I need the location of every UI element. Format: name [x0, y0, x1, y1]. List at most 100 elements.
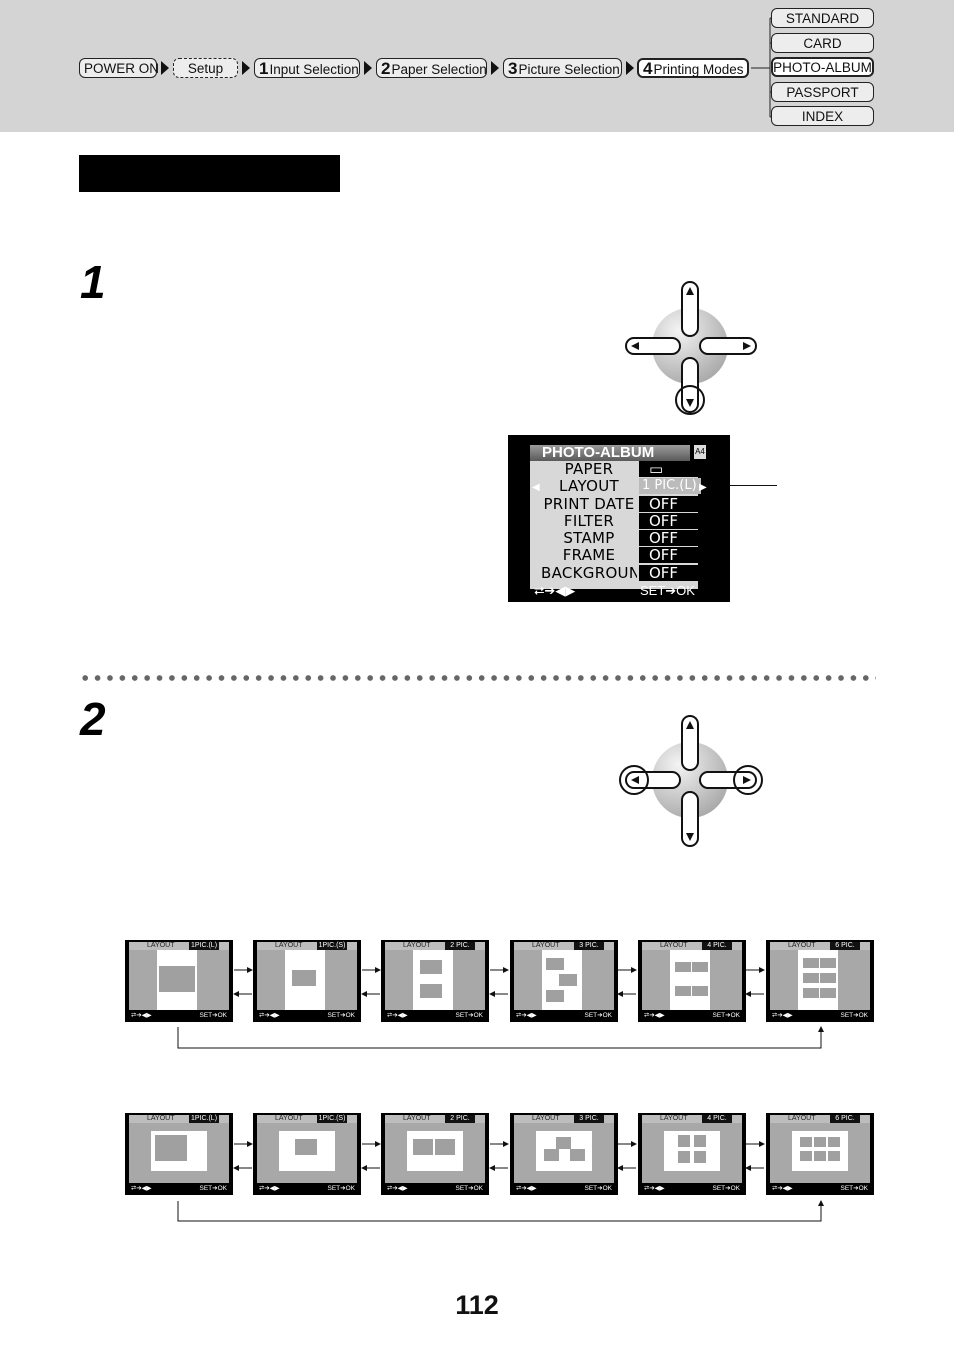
crumb-number: 3 — [508, 59, 518, 78]
picture-slot — [800, 1151, 812, 1161]
layout-preview — [257, 950, 357, 1010]
breadcrumb-power-on[interactable]: POWER ON — [79, 58, 160, 78]
layout-screen-header: LAYOUT 6 PIC. — [770, 942, 870, 950]
step-number-2: 2 — [80, 693, 106, 745]
picture-slot — [678, 1151, 690, 1163]
breadcrumb-paper-selection[interactable]: 2Paper Selection — [376, 58, 487, 78]
picture-slot — [420, 984, 442, 998]
menu-title: PHOTO-ALBUM — [530, 445, 690, 461]
page-number: 112 — [455, 1290, 499, 1320]
layout-value: 1PIC.(L) — [189, 1115, 219, 1123]
layout-label: LAYOUT — [660, 942, 688, 949]
breadcrumb-printing-modes[interactable]: 4Printing Modes — [637, 58, 749, 78]
arrow-right-icon — [161, 61, 169, 75]
layout-preview — [642, 1123, 742, 1183]
mode-standard[interactable]: STANDARD — [771, 8, 874, 28]
footer-left: ⮂➔◀▶ — [387, 1185, 408, 1192]
layout-preview — [129, 1123, 229, 1183]
step-number-1: 1 — [80, 256, 106, 308]
arrow-right-icon — [491, 61, 499, 75]
picture-slot — [413, 1139, 433, 1155]
picture-slot — [820, 958, 836, 968]
mode-card[interactable]: CARD — [771, 33, 874, 53]
mode-index[interactable]: INDEX — [771, 106, 874, 126]
layout-preview — [642, 950, 742, 1010]
layout-left-arrow-icon: ◀ — [532, 482, 540, 493]
mode-passport[interactable]: PASSPORT — [771, 82, 874, 102]
mode-photo-album[interactable]: PHOTO-ALBUM — [771, 57, 874, 77]
layout-label: LAYOUT — [275, 942, 303, 949]
picture-slot — [675, 962, 691, 972]
picture-slot — [694, 1151, 706, 1163]
crumb-label: Setup — [187, 61, 224, 76]
footer-right: SET➔OK — [455, 1012, 483, 1019]
menu-footer-left: ⮂➔◀▶ — [534, 583, 576, 598]
picture-slot — [692, 962, 708, 972]
footer-left: ⮂➔◀▶ — [516, 1185, 537, 1192]
footer-right: SET➔OK — [199, 1012, 227, 1019]
layout-screen-footer: ⮂➔◀▶SET➔OK — [642, 1011, 742, 1020]
layout-value: 1PIC.(S) — [317, 1115, 347, 1123]
footer-left: ⮂➔◀▶ — [131, 1012, 152, 1019]
footer-left: ⮂➔◀▶ — [516, 1012, 537, 1019]
picture-slot — [803, 958, 819, 968]
crumb-number: 2 — [381, 59, 391, 78]
picture-slot — [814, 1137, 826, 1147]
crumb-number: 4 — [643, 59, 653, 78]
footer-right: SET➔OK — [712, 1185, 740, 1192]
picture-slot — [803, 988, 819, 998]
layout-label: LAYOUT — [532, 942, 560, 949]
layout-label: LAYOUT — [788, 1115, 816, 1122]
picture-slot — [292, 970, 316, 986]
layout-label: LAYOUT — [788, 942, 816, 949]
arrow-right-icon — [626, 61, 634, 75]
layout-screen-footer: ⮂➔◀▶SET➔OK — [257, 1011, 357, 1020]
footer-right: SET➔OK — [840, 1185, 868, 1192]
layout-screen-footer: ⮂➔◀▶SET➔OK — [770, 1184, 870, 1193]
picture-slot — [828, 1137, 840, 1147]
breadcrumb-input-selection[interactable]: 1Input Selection — [254, 58, 360, 78]
picture-slot — [820, 988, 836, 998]
picture-slot — [678, 1135, 690, 1147]
crumb-label: POWER ON — [84, 61, 160, 76]
paper-size-badge: A4 — [694, 445, 706, 459]
layout-value: 6 PIC. — [830, 942, 860, 950]
layout-preview — [257, 1123, 357, 1183]
breadcrumb-picture-selection[interactable]: 3Picture Selection — [503, 58, 622, 78]
crumb-number: 1 — [259, 59, 269, 78]
footer-left: ⮂➔◀▶ — [259, 1185, 280, 1192]
layout-screen-footer: ⮂➔◀▶ SET➔OK — [385, 1011, 485, 1020]
footer-right: SET➔OK — [584, 1012, 612, 1019]
picture-slot — [803, 973, 819, 983]
footer-left: ⮂➔◀▶ — [387, 1012, 408, 1019]
breadcrumb-setup[interactable]: Setup — [173, 58, 238, 78]
picture-slot — [814, 1151, 826, 1161]
footer-left: ⮂➔◀▶ — [772, 1012, 793, 1019]
layout-screen-footer: ⮂➔◀▶ SET➔OK — [129, 1011, 229, 1020]
layout-preview — [385, 950, 485, 1010]
paper-sheet — [664, 1131, 720, 1171]
footer-left: ⮂➔◀▶ — [644, 1012, 665, 1019]
dotted-separator — [79, 674, 876, 682]
layout-label: LAYOUT — [660, 1115, 688, 1122]
footer-left: ⮂➔◀▶ — [644, 1185, 665, 1192]
picture-slot — [556, 1137, 571, 1149]
dpad-left-right-highlighted-icon — [619, 715, 763, 847]
picture-slot — [559, 974, 577, 986]
picture-slot — [694, 1135, 706, 1147]
footer-right: SET➔OK — [199, 1185, 227, 1192]
menu-footer-right: SET➔OK — [640, 583, 695, 598]
